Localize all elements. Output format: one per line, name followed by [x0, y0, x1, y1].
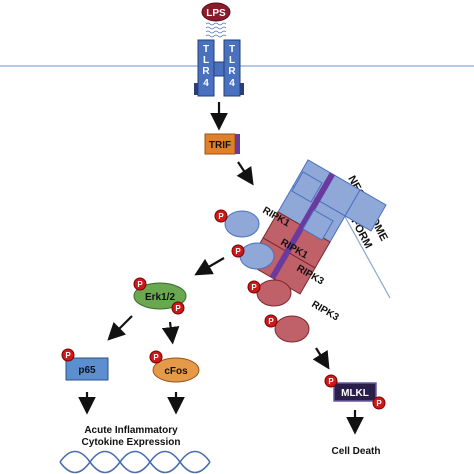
lps-node: LPS — [201, 2, 231, 22]
phospho-group: P — [324, 374, 338, 388]
ripk3-partner-b — [274, 315, 310, 343]
mlkl-label: MLKL — [341, 388, 369, 399]
ripk3-partner-a — [256, 279, 292, 307]
erk-node: Erk1/2 — [133, 282, 187, 310]
arrow-necrosome-erk — [194, 257, 225, 276]
lps-label: LPS — [206, 8, 226, 19]
cfos-node: cFos — [152, 357, 200, 383]
phospho-group: P — [61, 348, 75, 362]
arrow-necrosome-mlkl — [312, 347, 330, 370]
trif-label: TRIF — [209, 140, 231, 151]
phospho-group: P — [264, 314, 278, 328]
arrow-erk-p65 — [107, 315, 133, 341]
cfos-label: cFos — [164, 366, 188, 377]
dna-helix-icon — [59, 450, 211, 474]
arrow-erk-cfos — [161, 321, 180, 345]
svg-text:P: P — [251, 283, 257, 292]
ripk1-partner-b — [239, 242, 275, 270]
phospho-group: P — [372, 396, 386, 410]
trif-node: TRIF — [204, 133, 240, 155]
svg-text:P: P — [218, 212, 224, 221]
p65-node: p65 — [65, 357, 109, 381]
phospho-group: P — [133, 277, 147, 291]
outcome-inflammatory-line2: Cytokine Expression — [82, 437, 181, 448]
svg-text:P: P — [153, 353, 159, 362]
phospho-group: P — [214, 209, 228, 223]
svg-text:P: P — [65, 351, 71, 360]
svg-text:P: P — [137, 280, 143, 289]
svg-text:P: P — [376, 399, 382, 408]
ripk3-label-b: RIPK3 — [310, 299, 341, 323]
p65-label: p65 — [78, 365, 96, 376]
svg-text:P: P — [175, 304, 181, 313]
outcome-cell-death: Cell Death — [332, 446, 381, 457]
phospho-group: P — [171, 301, 185, 315]
ripk1-partner-a — [224, 210, 260, 238]
phospho-group: P — [247, 280, 261, 294]
svg-text:P: P — [268, 317, 274, 326]
phospho-group: P — [231, 244, 245, 258]
ripk1-subunit-b — [302, 209, 334, 241]
ripk1-subunit-a — [291, 171, 323, 203]
erk-label: Erk1/2 — [145, 292, 175, 303]
arrow-trif-necrosome — [236, 161, 254, 186]
svg-text:P: P — [235, 247, 241, 256]
phospho-group: P — [149, 350, 163, 364]
outcome-inflammatory-line1: Acute Inflammatory — [84, 425, 178, 436]
svg-text:P: P — [328, 377, 334, 386]
mlkl-node: MLKL — [333, 382, 377, 402]
lps-chain-icon — [205, 22, 227, 38]
